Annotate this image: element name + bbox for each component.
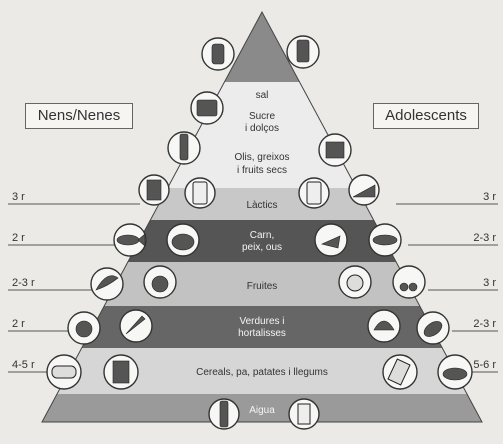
ration-right-meat: 2-3 r: [473, 232, 496, 244]
band-water: [42, 394, 482, 422]
adolescents-header: Adolescents: [373, 103, 479, 129]
apple-icon: [143, 265, 177, 299]
food-circles: [46, 35, 473, 430]
pasta-icon: [382, 354, 418, 390]
ration-lines-right: [396, 203, 498, 373]
fish-icon: [113, 223, 147, 257]
water-glass-icon: [288, 398, 320, 430]
ration-left-dairy: 3 r: [12, 191, 25, 203]
band-meat: [42, 220, 482, 262]
ham-icon: [314, 223, 348, 257]
level-label-dairy: Làctics: [246, 200, 277, 211]
water-bottle-icon: [208, 398, 240, 430]
level-label-meat-2: peix, ous: [242, 242, 282, 253]
band-apex: [42, 12, 482, 82]
salt-shaker-icon: [201, 37, 235, 71]
glass-of-milk-icon: [184, 177, 216, 209]
fish-fillet-icon: [368, 223, 402, 257]
ration-right-fruit: 3 r: [483, 277, 496, 289]
cherries-icon: [392, 265, 426, 299]
beans-plate-icon: [437, 354, 473, 390]
level-label-water: Aigua: [249, 405, 275, 416]
sweets-box-icon: [190, 91, 224, 125]
level-label-oils-2: i fruits secs: [237, 165, 287, 176]
nuts-jar-icon: [318, 133, 352, 167]
level-label-salt: sal: [256, 90, 269, 101]
children-header: Nens/Nenes: [25, 103, 133, 129]
orange-icon: [338, 265, 372, 299]
level-label-sugar-2: i dolços: [245, 123, 279, 134]
level-label-veg-2: hortalisses: [238, 328, 286, 339]
band-vegetables: [42, 306, 482, 348]
aubergine-icon: [416, 311, 450, 345]
cheese-icon: [348, 174, 380, 206]
pyramid-outline: [41, 10, 483, 423]
bread-icon: [46, 354, 82, 390]
ration-left-cereals: 4-5 r: [12, 359, 35, 371]
level-label-sugar-1: Sucre: [249, 111, 276, 122]
roast-chicken-icon: [166, 223, 200, 257]
ration-left-fruit: 2-3 r: [12, 277, 35, 289]
milk-carton-icon: [138, 174, 170, 206]
ration-right-dairy: 3 r: [483, 191, 496, 203]
level-label-cereals: Cereals, pa, patates i llegums: [196, 367, 328, 378]
level-label-meat-1: Carn,: [250, 230, 274, 241]
oil-bottle-icon: [167, 131, 201, 165]
level-label-veg-1: Verdures i: [239, 316, 284, 327]
level-label-oils-1: Olis, greixos: [234, 152, 289, 163]
carrots-icon: [119, 309, 153, 343]
lettuce-icon: [367, 309, 401, 343]
ration-left-veg: 2 r: [12, 318, 25, 330]
rice-pack-icon: [103, 354, 139, 390]
tomato-icon: [67, 311, 101, 345]
sugar-jar-icon: [286, 35, 320, 69]
ration-right-veg: 2-3 r: [473, 318, 496, 330]
ration-left-meat: 2 r: [12, 232, 25, 244]
ration-lines-left: [8, 203, 140, 373]
ration-right-cereals: 5-6 r: [473, 359, 496, 371]
banana-icon: [90, 267, 124, 301]
yogurt-cup-icon: [298, 177, 330, 209]
level-label-fruit: Fruites: [247, 281, 278, 292]
